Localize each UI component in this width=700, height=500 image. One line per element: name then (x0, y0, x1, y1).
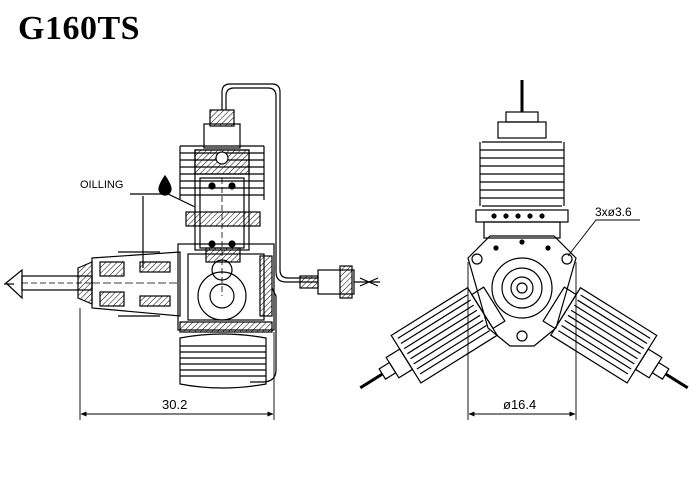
rear-needle-valve (299, 265, 380, 299)
front-crankcase (467, 235, 577, 347)
drive-drum (179, 333, 267, 389)
front-housing (91, 251, 181, 317)
front-view: 3xø3.6 ø16.4 (359, 80, 689, 420)
propeller-shaft (4, 261, 93, 305)
oilling-label: OILLING (80, 179, 123, 191)
oil-drop-icon (158, 174, 172, 196)
right-cylinder (542, 286, 689, 390)
oil-tube (221, 83, 318, 279)
drawing-title: G160TS (18, 10, 141, 47)
left-cylinder (359, 286, 506, 390)
side-view: OILLING 30.2 (4, 83, 380, 420)
top-cylinder (475, 80, 569, 239)
side-width-dimension: 30.2 (162, 397, 187, 412)
oilling-leader (130, 193, 196, 208)
front-diameter-dimension: ø16.4 (503, 397, 536, 412)
holes-annotation: 3xø3.6 (595, 205, 632, 219)
side-cylinder (179, 109, 265, 296)
crankcase (177, 243, 275, 333)
